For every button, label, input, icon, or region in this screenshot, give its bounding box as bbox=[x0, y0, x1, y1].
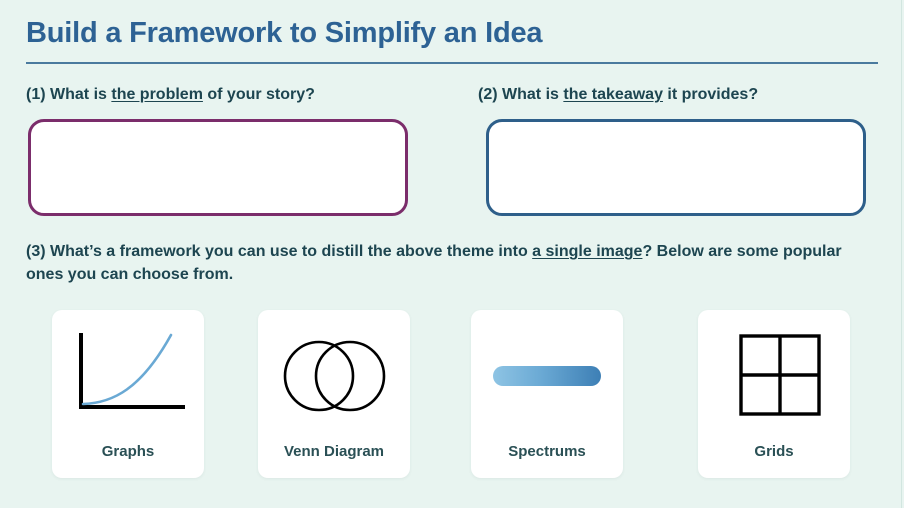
spectrum-bar-icon bbox=[471, 316, 623, 436]
question-1-answer-box[interactable] bbox=[28, 119, 408, 216]
question-2-number: (2) bbox=[478, 86, 498, 103]
question-3-line2: Below are some popular ones you can choo… bbox=[26, 243, 842, 284]
framework-card-grids[interactable]: Grids bbox=[698, 310, 850, 478]
question-3-line1-suffix: ? bbox=[642, 243, 653, 260]
framework-card-graphs-label: Graphs bbox=[101, 443, 155, 460]
framework-card-grids-label: Grids bbox=[754, 443, 794, 460]
framework-card-spectrums[interactable]: Spectrums bbox=[471, 310, 623, 478]
venn-circles-icon bbox=[258, 316, 410, 436]
question-2-emphasis: the takeaway bbox=[563, 86, 663, 103]
question-1-prefix: What is bbox=[50, 86, 112, 103]
question-2-prefix: What is bbox=[502, 86, 564, 103]
right-edge-divider bbox=[901, 0, 902, 508]
two-by-two-grid-icon bbox=[698, 316, 850, 436]
framework-card-venn-diagram-label: Venn Diagram bbox=[283, 443, 385, 460]
framework-card-venn-diagram[interactable]: Venn Diagram bbox=[258, 310, 410, 478]
question-1-emphasis: the problem bbox=[111, 86, 203, 103]
spectrum-gradient-bar bbox=[493, 366, 601, 386]
question-3-emphasis: a single image bbox=[532, 243, 643, 260]
question-1-suffix: of your story? bbox=[202, 86, 315, 103]
question-2-answer-box[interactable] bbox=[486, 119, 866, 216]
framework-card-spectrums-label: Spectrums bbox=[508, 443, 586, 460]
question-3-label: (3) What’s a framework you can use to di… bbox=[26, 240, 856, 286]
graph-curve-icon bbox=[52, 316, 204, 436]
title-divider bbox=[26, 62, 878, 64]
question-2-label: (2) What is the takeaway it provides? bbox=[478, 86, 758, 104]
framework-card-list: Graphs Venn Diagram Spectrums bbox=[0, 310, 904, 478]
page-title: Build a Framework to Simplify an Idea bbox=[26, 17, 543, 49]
question-1-number: (1) bbox=[26, 86, 46, 103]
question-1-label: (1) What is the problem of your story? bbox=[26, 86, 315, 104]
question-2-suffix: it provides? bbox=[662, 86, 759, 103]
framework-card-graphs[interactable]: Graphs bbox=[52, 310, 204, 478]
question-3-line1-prefix: (3) What’s a framework you can use to di… bbox=[26, 243, 533, 260]
